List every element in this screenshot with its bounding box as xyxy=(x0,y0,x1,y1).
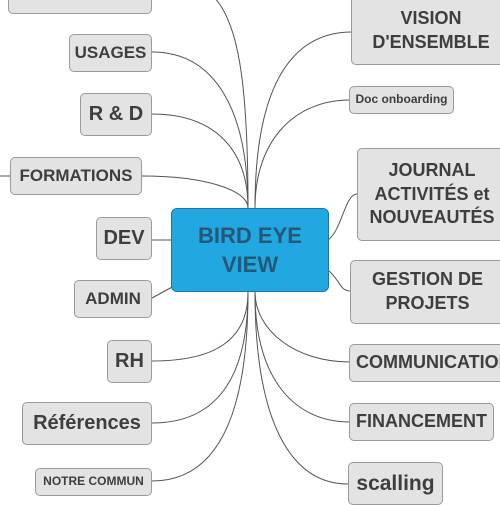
topic-rnd-label: R & D xyxy=(88,103,144,126)
connector-references xyxy=(151,291,249,424)
topic-notre-commun-label: NOTRE COMMUN xyxy=(43,474,144,489)
topic-notre-commun[interactable]: NOTRE COMMUN xyxy=(35,468,152,496)
topic-admin[interactable]: ADMIN xyxy=(74,280,152,318)
topic-communication-label: COMMUNICATION xyxy=(356,352,500,373)
connector-communication xyxy=(254,291,351,363)
topic-usages-label: USAGES xyxy=(74,42,147,62)
connector-doc-onboarding xyxy=(254,99,351,209)
topic-references[interactable]: Références xyxy=(22,402,152,445)
central-topic[interactable]: BIRD EYE VIEW xyxy=(171,208,329,292)
topic-doc-onboarding-label: Doc onboarding xyxy=(355,92,448,107)
connector-rnd xyxy=(151,113,249,209)
connector-scalling xyxy=(254,291,349,485)
topic-scalling[interactable]: scalling xyxy=(348,462,443,505)
topic-rh-label: RH xyxy=(115,350,144,373)
connector-formations xyxy=(141,175,249,209)
topic-usages[interactable]: USAGES xyxy=(69,34,152,72)
topic-scalling-label: scalling xyxy=(356,471,435,495)
topic-journal[interactable]: JOURNAL ACTIVITÉS et NOUVEAUTÉS xyxy=(357,148,500,241)
topic-top-left-partial[interactable] xyxy=(8,0,152,14)
connector-rh xyxy=(151,291,249,362)
topic-doc-onboarding[interactable]: Doc onboarding xyxy=(349,86,454,114)
connector-usages xyxy=(151,51,249,209)
connector-financement xyxy=(254,291,351,423)
topic-formations[interactable]: FORMATIONS xyxy=(10,157,142,195)
connector-journal xyxy=(327,193,358,241)
connector-top-left xyxy=(215,0,249,209)
central-topic-label: BIRD EYE VIEW xyxy=(198,222,302,277)
topic-admin-label: ADMIN xyxy=(85,288,141,308)
topic-dev-label: DEV xyxy=(103,227,145,250)
topic-vision-label: VISION D'ENSEMBLE xyxy=(372,7,490,52)
topic-gestion[interactable]: GESTION DE PROJETS xyxy=(350,260,500,324)
topic-communication[interactable]: COMMUNICATION xyxy=(349,344,500,382)
topic-financement[interactable]: FINANCEMENT xyxy=(349,403,494,441)
connector-notre-commun xyxy=(151,291,249,482)
connector-admin xyxy=(151,285,175,299)
topic-references-label: Références xyxy=(33,412,141,435)
connector-vision xyxy=(254,31,353,209)
topic-rnd[interactable]: R & D xyxy=(80,93,152,136)
topic-formations-label: FORMATIONS xyxy=(19,165,133,185)
connector-gestion xyxy=(327,269,351,292)
topic-rh[interactable]: RH xyxy=(107,340,152,383)
topic-vision[interactable]: VISION D'ENSEMBLE xyxy=(351,0,500,65)
topic-financement-label: FINANCEMENT xyxy=(356,411,487,432)
topic-journal-label: JOURNAL ACTIVITÉS et NOUVEAUTÉS xyxy=(369,159,495,228)
topic-gestion-label: GESTION DE PROJETS xyxy=(371,269,483,313)
topic-dev[interactable]: DEV xyxy=(96,217,152,260)
